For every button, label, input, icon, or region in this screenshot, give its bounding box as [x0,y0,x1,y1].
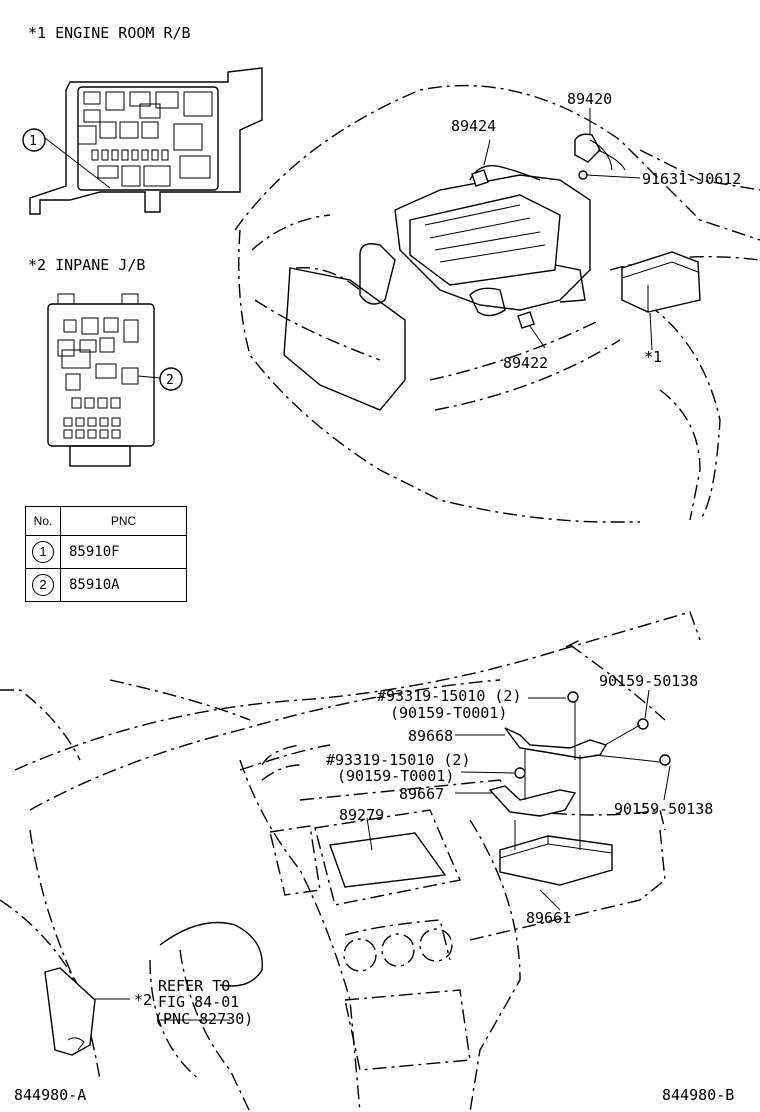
part-89661-label: 89661 [526,909,571,927]
pnc-table-header-no: No. [25,506,61,536]
callout-2-number: 2 [166,373,174,388]
refer-to-line3: (PNC 82730) [154,1010,253,1028]
part-90159-50138-top-label: 90159-50138 [599,672,698,690]
dashboard-drawing [0,611,701,1112]
pnc-table: No. PNC 1 85910F 2 85910A [25,506,187,602]
pnc-table-row: 1 85910F [25,535,187,569]
part-93319-15010-b-label: #93319-15010 (2) [326,751,471,769]
refer-to-line1: REFER TO [158,977,230,995]
callout-1-circle [22,128,46,152]
pnc-table-row: 2 85910A [25,568,187,602]
part-91631-j0612-label: 91631-J0612 [642,170,741,188]
refer-to-line2: FIG 84-01 [158,993,239,1011]
figure-code-left: 844980-A [14,1086,86,1104]
figure-code-right: 844980-B [662,1086,734,1104]
part-90159-t0001-b-label: (90159-T0001) [337,767,454,785]
part-89424-label: 89424 [451,117,496,135]
engine-room-label: *1 ENGINE ROOM R/B [28,24,191,42]
part-89668-label: 89668 [408,727,453,745]
callout-1-number: 1 [29,134,37,149]
part-89422-label: 89422 [503,354,548,372]
pnc-row-value: 85910F [60,535,187,569]
part-89420-label: 89420 [567,90,612,108]
pnc-table-header-row: No. PNC [25,506,187,536]
engine-room-callout-star1: *1 [644,348,662,366]
part-90159-50138-bottom-label: 90159-50138 [614,800,713,818]
inpane-junction-block-drawing [47,293,161,467]
part-89279-label: 89279 [339,806,384,824]
pnc-row-value: 85910A [60,568,187,602]
engine-compartment-drawing [234,84,760,523]
callout-2-circle [159,367,183,391]
pnc-row-number: 1 [32,541,54,563]
part-93319-15010-a-label: #93319-15010 (2) [377,687,522,705]
pnc-table-header-pnc: PNC [60,506,187,536]
inpane-callout-star2: *2 [134,991,152,1009]
inpane-label: *2 INPANE J/B [28,256,145,274]
part-89667-label: 89667 [399,785,444,803]
part-90159-t0001-a-label: (90159-T0001) [390,704,507,722]
pnc-row-number: 2 [32,574,54,596]
engine-room-relay-block-drawing [29,67,263,215]
